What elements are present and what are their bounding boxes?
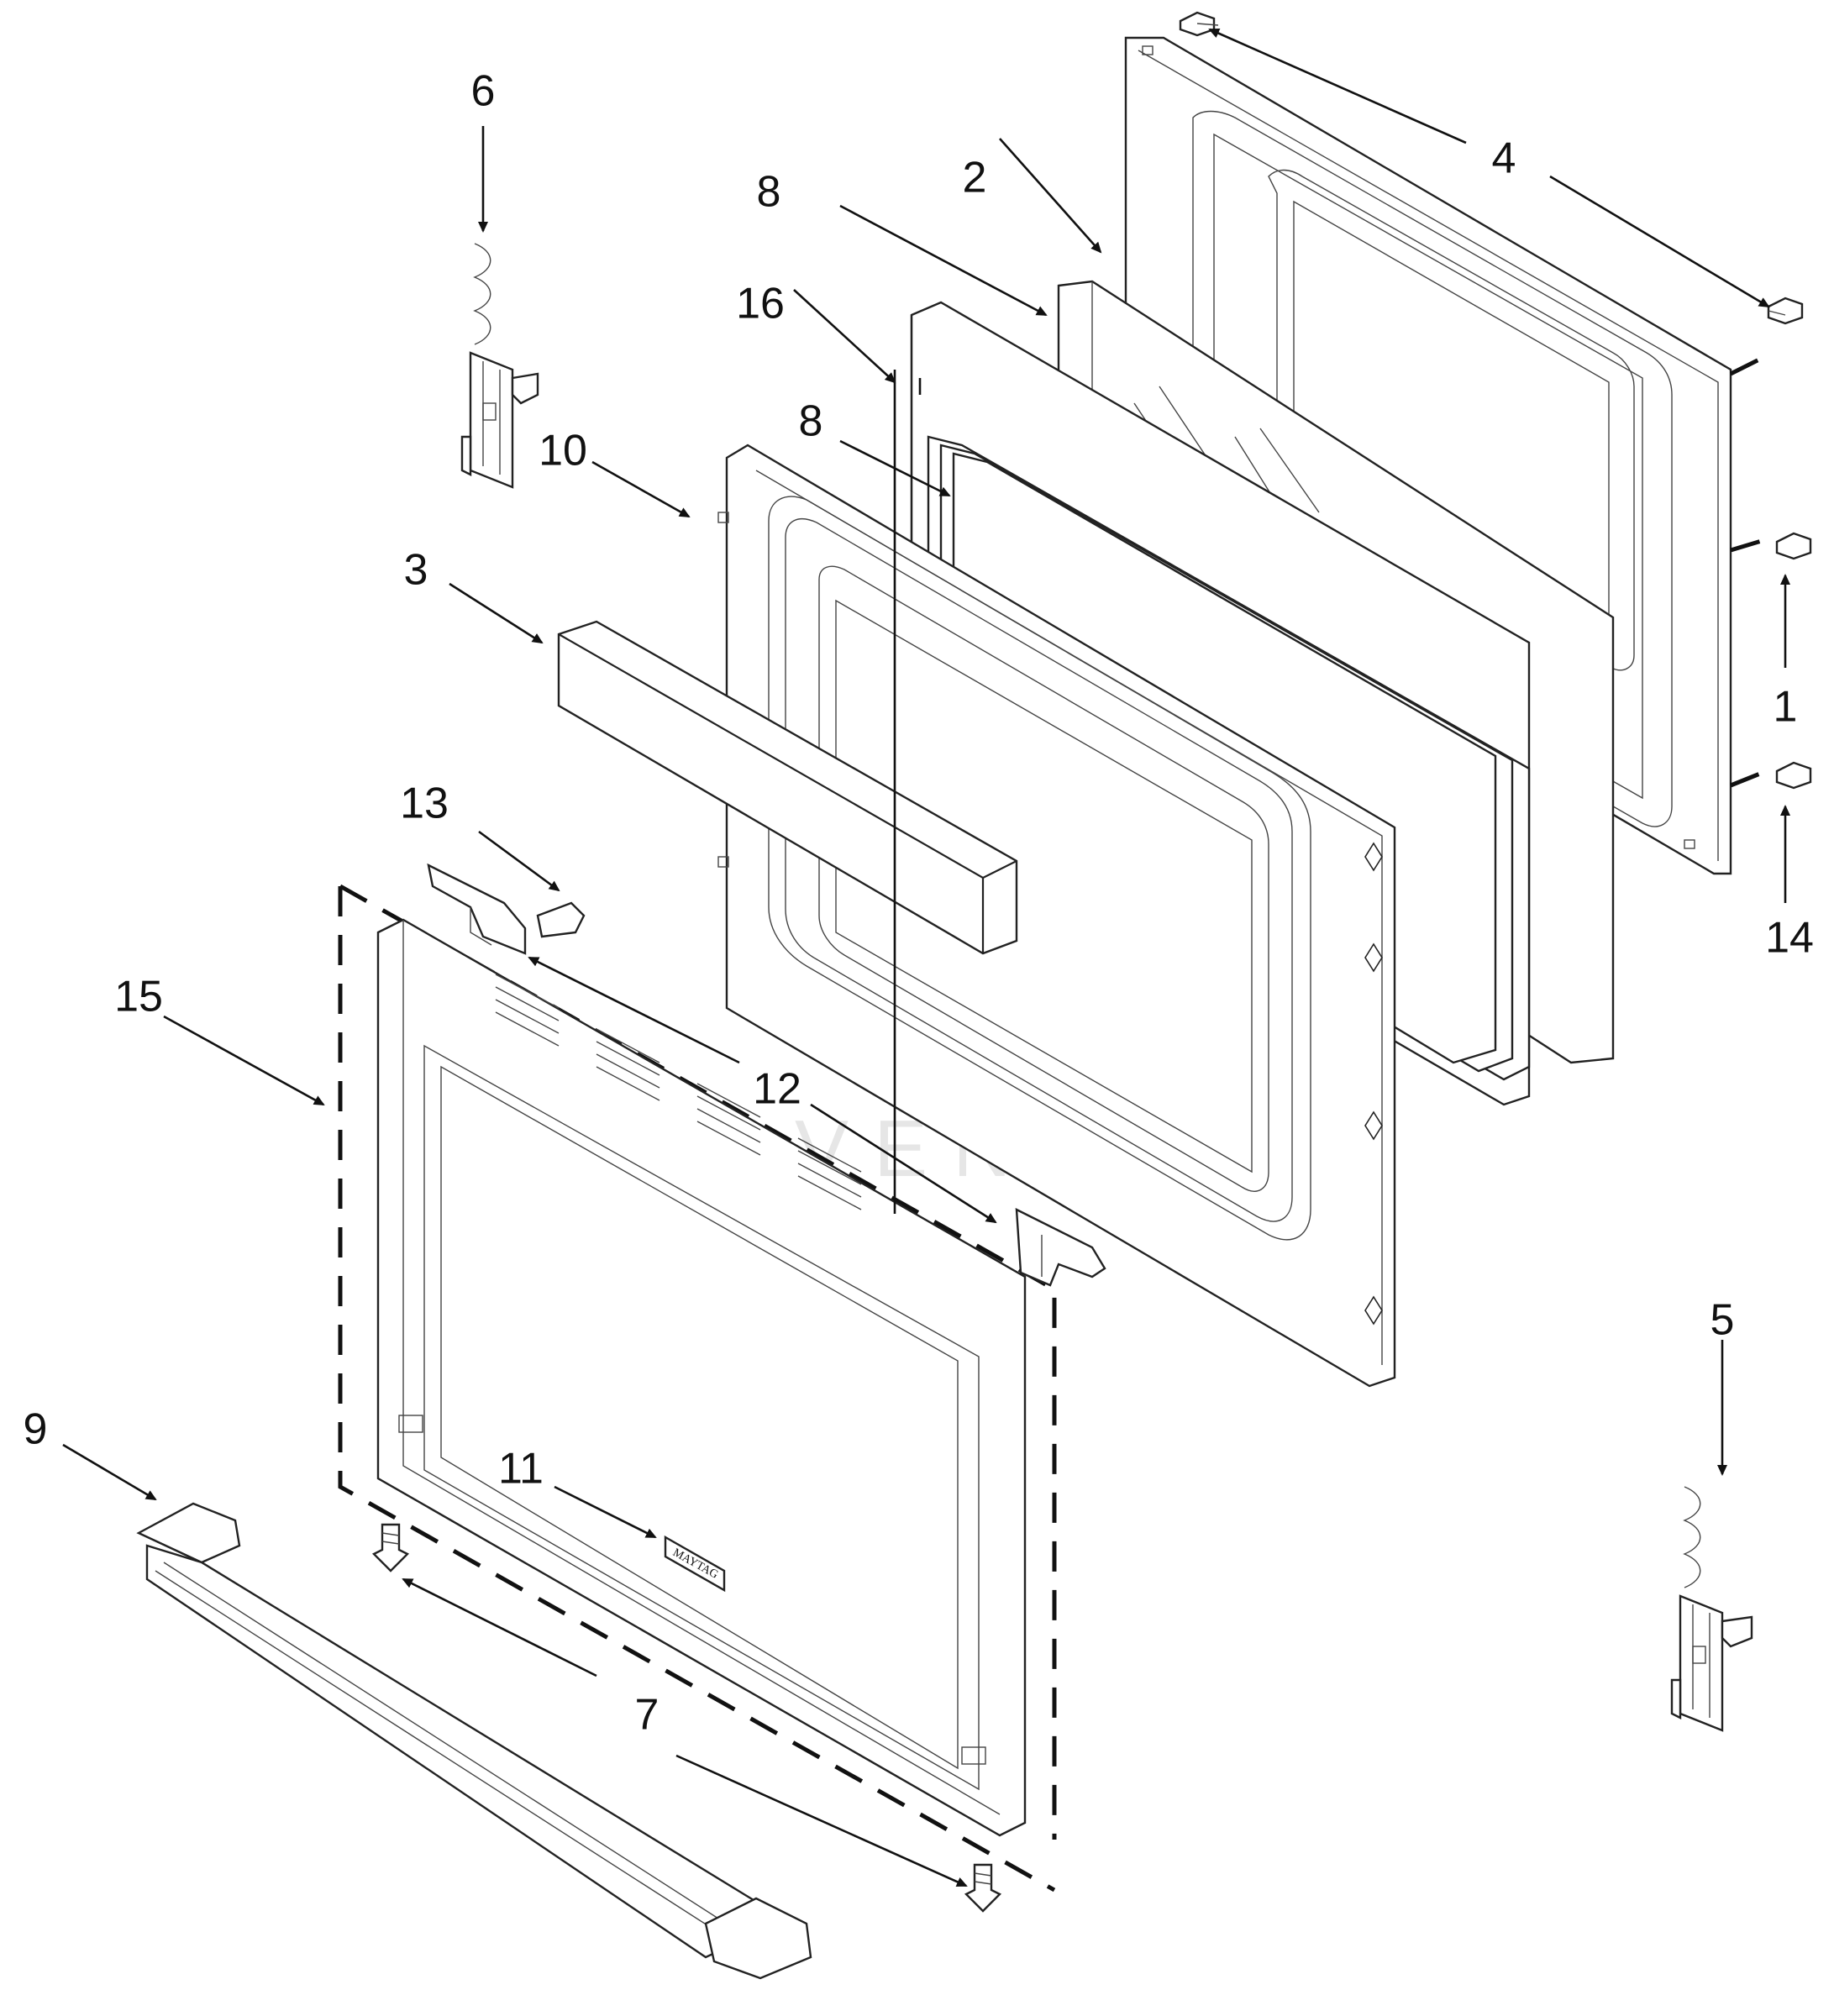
callout-11: 11: [498, 1445, 544, 1494]
callout-5: 5: [1711, 1296, 1735, 1345]
hinge-receptacle-right: [1015, 1207, 1106, 1287]
door-vent-slots: [495, 974, 862, 1210]
callout-1: 1: [1774, 683, 1798, 732]
callout-10: 10: [539, 427, 587, 475]
callout-16: 16: [736, 280, 785, 328]
door-screw-right: [964, 1863, 1002, 1913]
callout-7: 7: [635, 1691, 660, 1740]
callout-8-lower: 8: [799, 397, 823, 446]
callout-labels: 6 2 4 8 16 8 10 3 13 12 15 9 11 7 1 14 5: [24, 67, 1814, 1740]
callout-12: 12: [753, 1065, 801, 1114]
screw-side-lower: [1775, 761, 1812, 790]
insulation-block: [557, 620, 1018, 955]
bracket-screw: [536, 901, 586, 938]
screw-top-right: [1767, 297, 1804, 325]
door-hinge-left: [460, 243, 539, 489]
callout-2: 2: [963, 154, 987, 202]
callout-3: 3: [404, 546, 428, 595]
callout-4: 4: [1492, 134, 1516, 183]
callout-14: 14: [1765, 914, 1814, 963]
screw-top-left: [1179, 11, 1219, 37]
screw-side-upper: [1775, 532, 1812, 560]
callout-6: 6: [471, 67, 496, 116]
door-screw-left: [371, 1523, 410, 1572]
callout-8-upper: 8: [757, 168, 781, 217]
hinge-receptacle-left: [427, 863, 527, 955]
callout-15: 15: [114, 973, 163, 1021]
leader-lines: [62, 28, 1790, 1887]
callout-9: 9: [24, 1405, 48, 1454]
door-hinge-right: [1670, 1486, 1753, 1732]
outer-door-front-panel: [376, 918, 1027, 1837]
door-handle: [136, 1502, 812, 1980]
callout-13: 13: [400, 780, 449, 828]
